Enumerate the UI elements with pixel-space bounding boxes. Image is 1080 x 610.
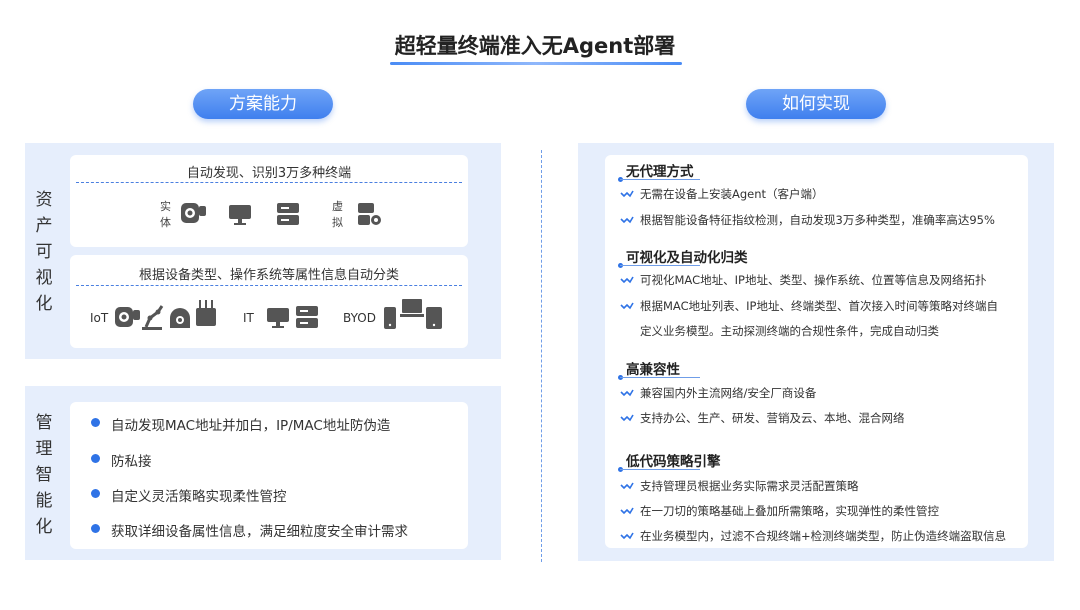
section-underline [620,265,700,266]
capability-header: 方案能力 [193,89,333,119]
section-title: 可视化及自动化归类 [626,250,748,266]
mgmt-item: 自定义灵活策略实现柔性管控 [111,489,287,505]
check-icon [620,507,634,515]
discovery-divider [76,182,462,183]
mgmt-item: 自动发现MAC地址并加白，IP/MAC地址防伪造 [111,418,391,434]
check-icon [620,190,634,198]
it-monitor-icon [267,308,289,328]
section-underline [620,377,700,378]
section-item: 无需在设备上安装Agent（客户端） [640,187,824,201]
page-title: 超轻量终端准入无Agent部署 [394,34,676,58]
check-icon [620,532,634,540]
classify-card [70,255,468,348]
section-title: 无代理方式 [626,164,694,180]
check-icon [620,302,634,310]
classify-heading: 根据设备类型、操作系统等属性信息自动分类 [138,268,399,283]
check-icon [620,276,634,284]
server-icon [277,203,299,225]
section-item: 根据智能设备特征指纹检测，自动发现3万多种类型，准确率高达95% [640,213,995,227]
monitor-icon [229,205,251,225]
laptop-icon [400,299,424,317]
phone-icon [384,307,396,329]
section-title: 低代码策略引擎 [626,454,721,470]
iot-label: IoT [90,311,109,325]
check-icon [620,389,634,397]
section-item: 根据MAC地址列表、IP地址、终端类型、首次接入时间等策略对终端自 [640,299,998,313]
management-card [70,402,468,549]
section-item: 可视化MAC地址、IP地址、类型、操作系统、位置等信息及网络拓扑 [640,273,987,287]
section-underline [620,469,700,470]
implementation-header: 如何实现 [746,89,886,119]
section-item: 在一刀切的策略基础上叠加所需策略，实现弹性的柔性管控 [640,504,939,518]
section-title: 高兼容性 [626,362,680,378]
section-item-continuation: 定义业务模型。主动探测终端的合规性条件，完成自动归类 [640,324,939,338]
check-icon [620,216,634,224]
robot-arm-icon [142,305,164,330]
section-item: 支持管理员根据业务实际需求灵活配置策略 [640,479,859,493]
bullet-dot [91,489,100,498]
sensor-icon [196,300,216,326]
discovery-card [70,155,468,247]
physical-label: 实体 [160,200,171,229]
bullet-dot [91,524,100,533]
it-label: IT [243,311,254,325]
it-server-icon [296,306,318,328]
asset-visibility-label: 资 产 可 视 化 [35,190,53,314]
iot-camera-icon [115,307,140,327]
section-item: 兼容国内外主流网络/安全厂商设备 [640,386,817,400]
mgmt-item: 防私接 [111,454,152,470]
bullet-dot [91,454,100,463]
section-underline [620,179,700,180]
camera-icon [181,203,206,223]
implementation-card [605,155,1028,548]
byod-label: BYOD [343,311,376,325]
management-label: 管 理 智 能 化 [35,413,53,537]
center-divider [541,150,542,562]
bullet-dot [91,418,100,427]
check-icon [620,482,634,490]
virtual-label: 虚拟 [332,200,343,229]
mgmt-item: 获取详细设备属性信息，满足细粒度安全审计需求 [111,524,408,540]
tablet-icon [426,307,442,329]
classify-divider [76,285,462,286]
webcam-icon [170,308,190,328]
discovery-heading: 自动发现、识别3万多种终端 [186,166,352,181]
title-underline [390,62,682,65]
check-icon [620,414,634,422]
section-item: 支持办公、生产、研发、营销及云、本地、混合网络 [640,411,905,425]
virtual-machine-icon [358,203,381,225]
section-item: 在业务模型内，过滤不合规终端+检测终端类型，防止伪造终端盗取信息 [640,529,1007,543]
